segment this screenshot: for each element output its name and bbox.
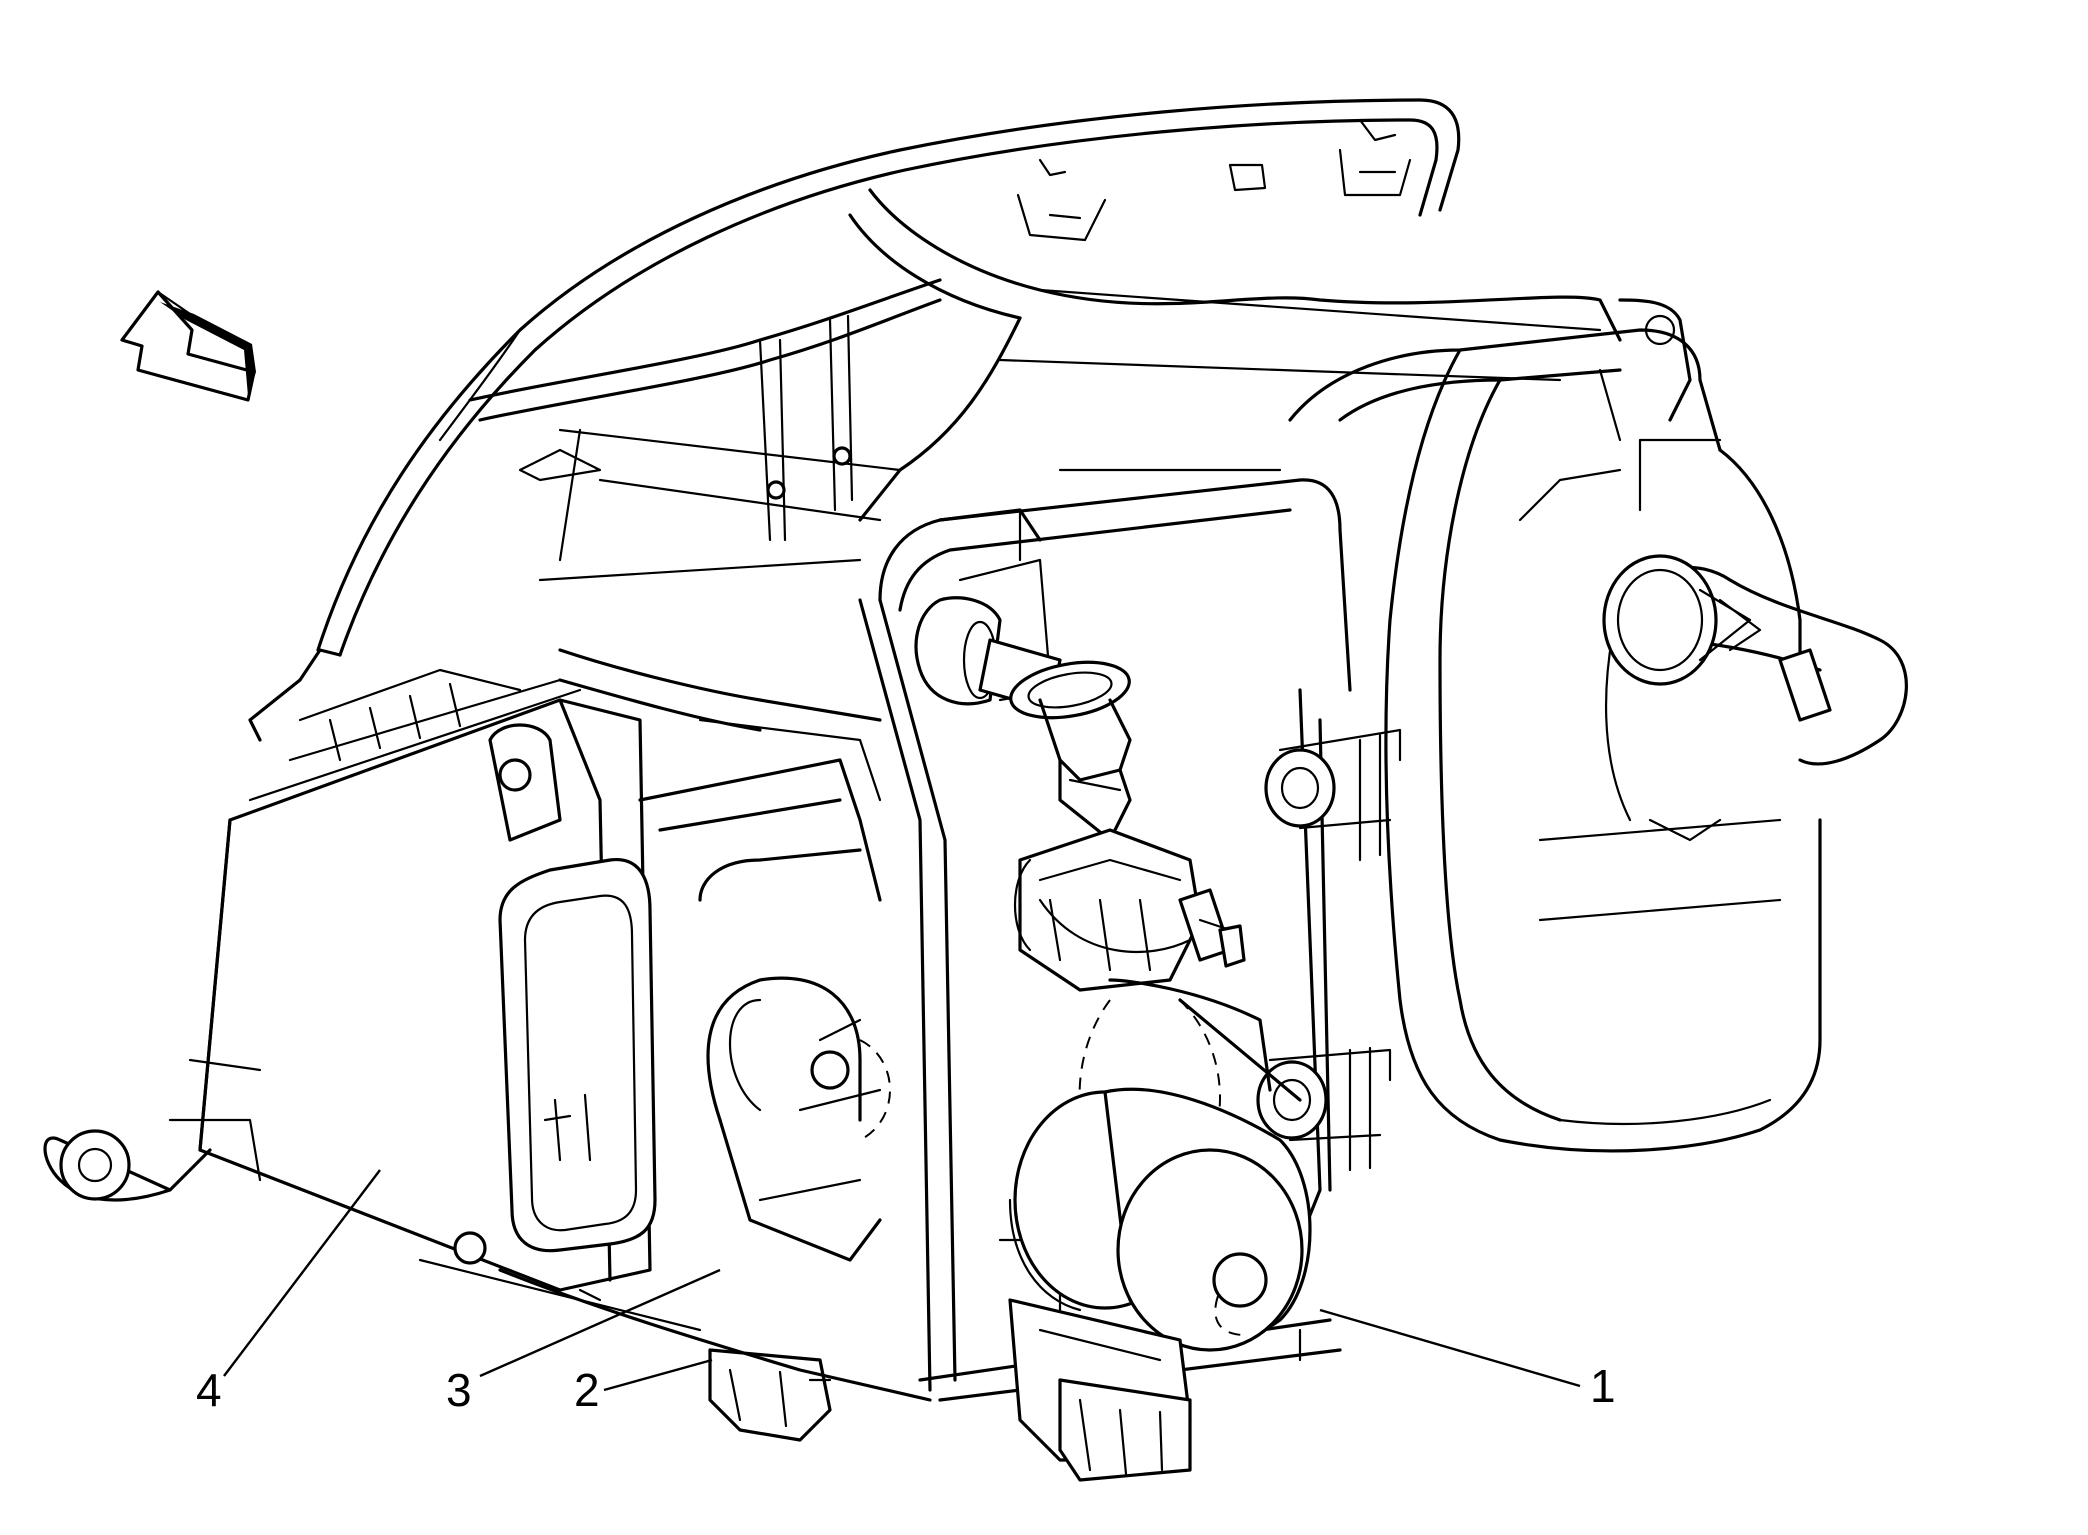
callout-label-1: 1: [1590, 1360, 1616, 1412]
callout-1: 1: [1319, 1308, 1616, 1412]
headlamp-housing: [248, 98, 1908, 1402]
control-module: [43, 668, 891, 1292]
callout-label-2: 2: [574, 1364, 600, 1416]
arrow-icon: [120, 290, 256, 402]
callout-label-3: 3: [446, 1364, 472, 1416]
callout-4: 4: [196, 1169, 381, 1416]
lamp-socket: [914, 596, 1246, 992]
callout-label-4: 4: [196, 1364, 222, 1416]
bottom-connector: [418, 1258, 932, 1442]
leveling-motor: [1008, 978, 1312, 1482]
callout-3: 3: [446, 1268, 721, 1416]
callout-2: 2: [574, 1358, 713, 1416]
